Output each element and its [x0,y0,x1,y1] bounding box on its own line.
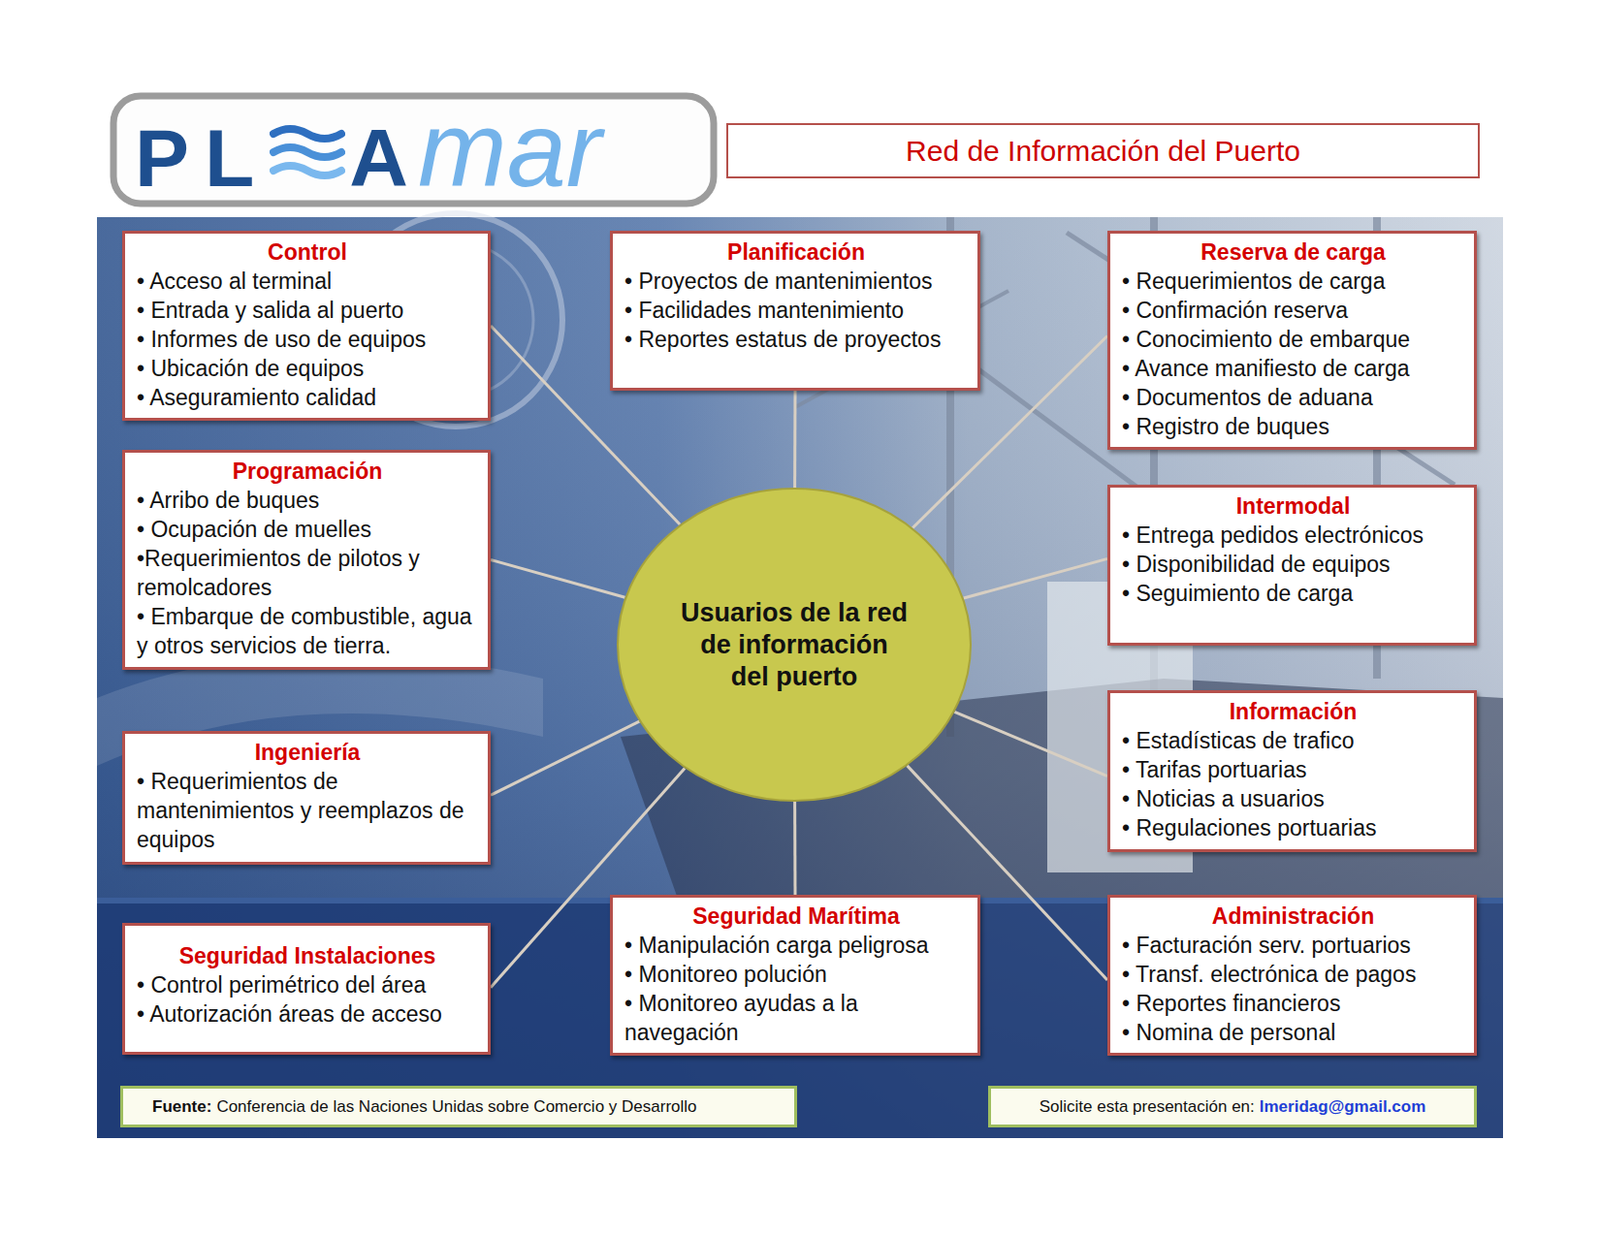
connector-line [793,801,797,896]
wave-line [273,128,342,139]
wave-line [273,165,342,176]
bullet-item: • Ocupación de muelles [136,514,479,544]
bullet-item: • Manipulación carga peligrosa [624,930,968,960]
bullet-item: • Ubicación de equipos [136,353,479,384]
photo-shade [96,217,1504,1139]
bullet-item: • Monitoreo ayudas a la navegación [624,989,968,1048]
bullet-item: • Facturación serv. portuarios [1121,930,1465,960]
user-box: Reserva de carga• Requerimientos de carg… [1107,230,1477,450]
bullet-item: • Conocimiento de embarque [1121,324,1465,354]
bullet-item: • Monitoreo polución [624,960,968,990]
user-box: Información• Estadísticas de trafico• Ta… [1107,690,1477,853]
box-heading: Seguridad Marítima [624,901,968,931]
bullet-item: • Entrada y salida al puerto [136,295,479,325]
user-box: Intermodal• Entrega pedidos electrónicos… [1107,484,1477,646]
bullet-item: • Seguimiento de carga [1121,578,1465,608]
photo-panel [96,217,1504,1139]
box-heading: Información [1121,697,1465,727]
note-text: Conferencia de las Naciones Unidas sobre… [216,1096,697,1119]
box-heading: Intermodal [1121,491,1465,521]
circle-text-block: Usuarios de la red de información del pu… [677,597,911,694]
logo-letters: PL [134,117,270,199]
bullet-item: • Control perimétrico del área [136,970,479,1000]
connector-line [954,711,1108,776]
bullet-item: • Requerimientos de carga [1121,266,1465,296]
user-box: Programación• Arribo de buques• Ocupació… [122,449,491,671]
bullet-item: • Proyectos de mantenimientos [624,266,968,296]
connector-line [490,721,640,796]
circle-text: Usuarios de la red de información del pu… [677,597,911,694]
logo-rounded-rect [113,96,714,204]
bullet-item: • Documentos de aduana [1121,383,1465,413]
title-box: Red de Información del Puerto [726,123,1480,179]
bullet-item: • Nomina de personal [1121,1018,1465,1048]
bullet-item: • Facilidades mantenimiento [624,295,968,325]
circle-shape [617,488,971,801]
box-heading: Seguridad Instalaciones [136,941,479,971]
box-heading: Ingeniería [136,737,479,768]
box-heading: Reserva de carga [1121,237,1465,267]
bullet-item: • Confirmación reserva [1121,295,1465,325]
bullet-item: • Autorización áreas de acceso [136,999,479,1029]
wave-symbol [269,122,346,183]
bullet-item: • Informes de uso de equipos [136,324,479,354]
contact-note: Solicite esta presentación en:lmeridag@g… [988,1086,1477,1128]
bullet-item: • Embarque de combustible, agua y otros … [136,602,479,661]
bullet-item: •Requerimientos de pilotos y remolcadore… [136,544,479,603]
bullet-item: • Acceso al terminal [136,266,479,296]
bullet-item: • Requerimientos de mantenimientos y ree… [136,767,479,855]
bullet-item: • Avance manifiesto de carga [1121,353,1465,384]
bullet-item: • Entrega pedidos electrónicos [1121,520,1465,550]
user-box: Ingeniería• Requerimientos de mantenimie… [122,731,491,865]
logo-letters: A [349,117,409,199]
connector-line [490,560,625,599]
bullet-item: • Registro de buques [1121,412,1465,442]
user-box: Seguridad Instalaciones• Control perimét… [122,923,491,1056]
source-note: Fuente:Conferencia de las Naciones Unida… [120,1086,798,1128]
logo-letters: mar [417,96,602,203]
bullet-item: • Noticias a usuarios [1121,784,1465,814]
bullet-item: • Aseguramiento calidad [136,383,479,413]
bullet-item: • Regulaciones portuarias [1121,813,1465,843]
bullet-item: • Arribo de buques [136,485,479,515]
bullet-item: • Reportes estatus de proyectos [624,324,968,354]
box-heading: Planificación [624,237,968,267]
note-lead: Fuente: [152,1096,212,1119]
user-box: Seguridad Marítima• Manipulación carga p… [609,895,981,1056]
bullet-item: • Transf. electrónica de pagos [1121,960,1465,990]
wave-line [273,147,342,158]
user-box: Control• Acceso al terminal• Entrada y s… [122,230,491,421]
logo-row: PL Amar [109,92,718,208]
connector-line [793,390,797,488]
connector-line [963,558,1108,599]
note-lead: Solicite esta presentación en: [1039,1096,1255,1119]
note-text: lmeridag@gmail.com [1259,1096,1427,1119]
center-circle: Usuarios de la red de información del pu… [615,486,973,803]
box-heading: Programación [136,456,479,486]
box-heading: Control [136,237,479,267]
logo-badge: PL Amar [109,92,718,208]
box-heading: Administración [1121,901,1465,931]
bullet-item: • Tarifas portuarias [1121,755,1465,785]
title-text: Red de Información del Puerto [905,134,1301,167]
user-box: Administración• Facturación serv. portua… [1107,895,1477,1056]
bullet-item: • Estadísticas de trafico [1121,726,1465,756]
bullet-item: • Disponibilidad de equipos [1121,549,1465,579]
user-box: Planificación• Proyectos de mantenimient… [609,230,981,391]
bullet-item: • Reportes financieros [1121,989,1465,1019]
